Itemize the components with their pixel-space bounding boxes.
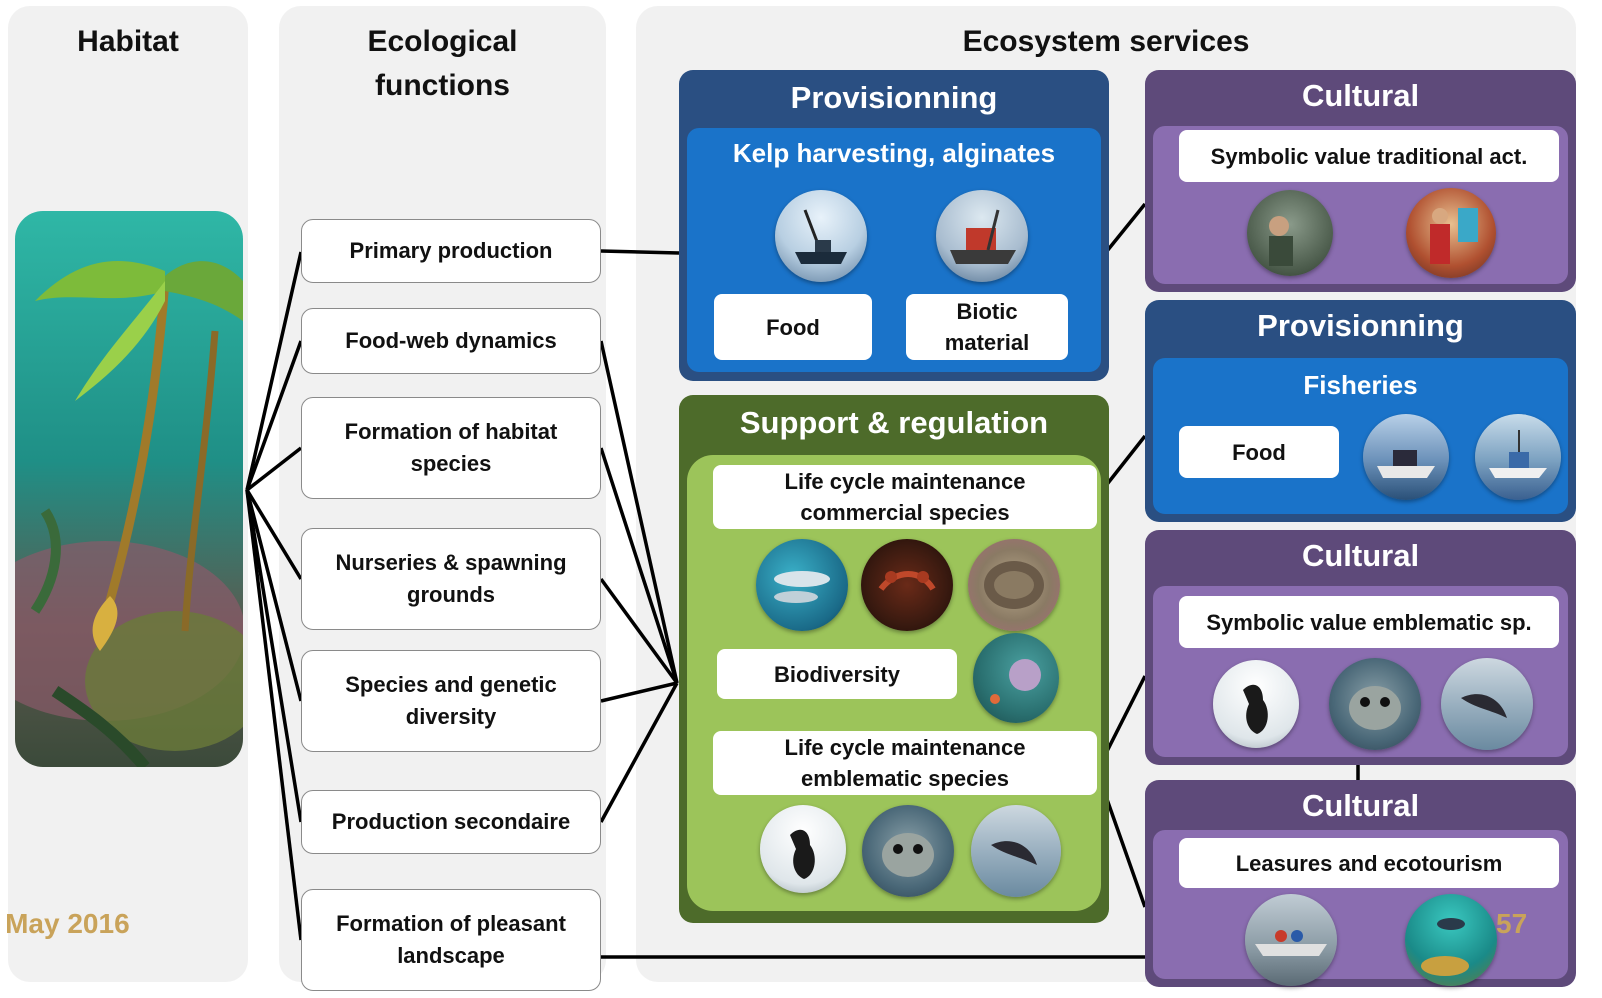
function-species-genetic-diversity: Species and genetic diversity: [301, 650, 601, 752]
cultural-leisure-inner: Leasures and ecotourism: [1153, 830, 1568, 986]
habitat-column-title: Habitat: [77, 25, 179, 58]
kelp-biotic-material-label: Biotic material: [906, 294, 1068, 360]
seal-photo: [862, 805, 954, 897]
dolphin-photo: [971, 805, 1061, 897]
function-nurseries-spawning: Nurseries & spawning grounds: [301, 528, 601, 630]
cultural-traditional-inner: Symbolic value traditional act.: [1153, 126, 1568, 284]
cultural-emblematic-title: Cultural: [1301, 538, 1420, 573]
fishing-boat-photo-2: [1475, 414, 1561, 500]
emblematic-seal-photo: [1329, 658, 1421, 750]
support-inner: Life cycle maintenance commercial specie…: [687, 455, 1101, 911]
cormorant-photo: [760, 805, 846, 893]
provisioning-kelp-title: Provisionning: [790, 80, 998, 115]
lifecycle-emblematic-label: Life cycle maintenance emblematic specie…: [713, 731, 1097, 795]
cultural-leisure-title: Cultural: [1301, 788, 1420, 823]
abalone-photo: [968, 539, 1060, 631]
provisioning-fisheries-title: Provisionning: [1257, 308, 1464, 343]
page-number: 57: [1496, 908, 1528, 939]
fisheries-title: Fisheries: [1303, 370, 1418, 400]
support-regulation-title: Support & regulation: [739, 405, 1049, 440]
lifecycle-commercial-label: Life cycle maintenance commercial specie…: [713, 465, 1097, 529]
function-production-secondaire: Production secondaire: [301, 790, 601, 854]
ecotourism-boat-photo: [1245, 894, 1337, 986]
function-pleasant-landscape: Formation of pleasant landscape: [301, 889, 601, 991]
kelp-harvesting-inner: Kelp harvesting, alginates Food Biotic m…: [687, 128, 1101, 372]
function-formation-habitat-species: Formation of habitat species: [301, 397, 601, 499]
provisioning-kelp-panel: Provisionning Kelp harvesting, alginates…: [679, 70, 1109, 381]
kelp-harvesting-title: Kelp harvesting, alginates: [732, 138, 1056, 168]
functions-column-title: Ecological functions: [367, 25, 518, 102]
emblematic-cormorant-photo: [1213, 660, 1299, 748]
kelp-boat-photo: [775, 190, 867, 282]
function-food-web-dynamics: Food-web dynamics: [301, 308, 601, 374]
lobster-photo: [861, 539, 953, 631]
diver-photo: [1405, 894, 1497, 986]
cultural-emblematic-inner: Symbolic value emblematic sp.: [1153, 586, 1568, 757]
fisheries-food-label: Food: [1179, 426, 1339, 478]
sea-urchin-photo: [973, 633, 1059, 723]
fishing-boat-photo-1: [1363, 414, 1449, 500]
footer-date: - May 2016: [0, 908, 130, 939]
biodiversity-label: Biodiversity: [717, 649, 957, 699]
services-column-title: Ecosystem services: [962, 25, 1250, 58]
kelp-food-label: Food: [714, 294, 872, 360]
traditional-activity-photo-2: [1406, 188, 1496, 278]
cultural-leisure-panel: Cultural Leasures and ecotourism: [1145, 780, 1576, 987]
kelp-trawler-photo: [936, 190, 1028, 282]
provisioning-fisheries-panel: Provisionning Fisheries Food: [1145, 300, 1576, 522]
kelp-forest-image: [15, 211, 243, 767]
traditional-activity-photo-1: [1247, 190, 1333, 276]
leisure-ecotourism-label: Leasures and ecotourism: [1179, 838, 1559, 888]
function-primary-production: Primary production: [301, 219, 601, 283]
emblematic-dolphin-photo: [1441, 658, 1533, 750]
symbolic-traditional-label: Symbolic value traditional act.: [1179, 130, 1559, 182]
cultural-traditional-panel: Cultural Symbolic value traditional act.: [1145, 70, 1576, 292]
fish-photo: [756, 539, 848, 631]
cultural-emblematic-panel: Cultural Symbolic value emblematic sp.: [1145, 530, 1576, 765]
fisheries-inner: Fisheries Food: [1153, 358, 1568, 514]
support-regulation-panel: Support & regulation Life cycle maintena…: [679, 395, 1109, 923]
cultural-traditional-title: Cultural: [1301, 78, 1420, 113]
symbolic-emblematic-label: Symbolic value emblematic sp.: [1179, 596, 1559, 648]
